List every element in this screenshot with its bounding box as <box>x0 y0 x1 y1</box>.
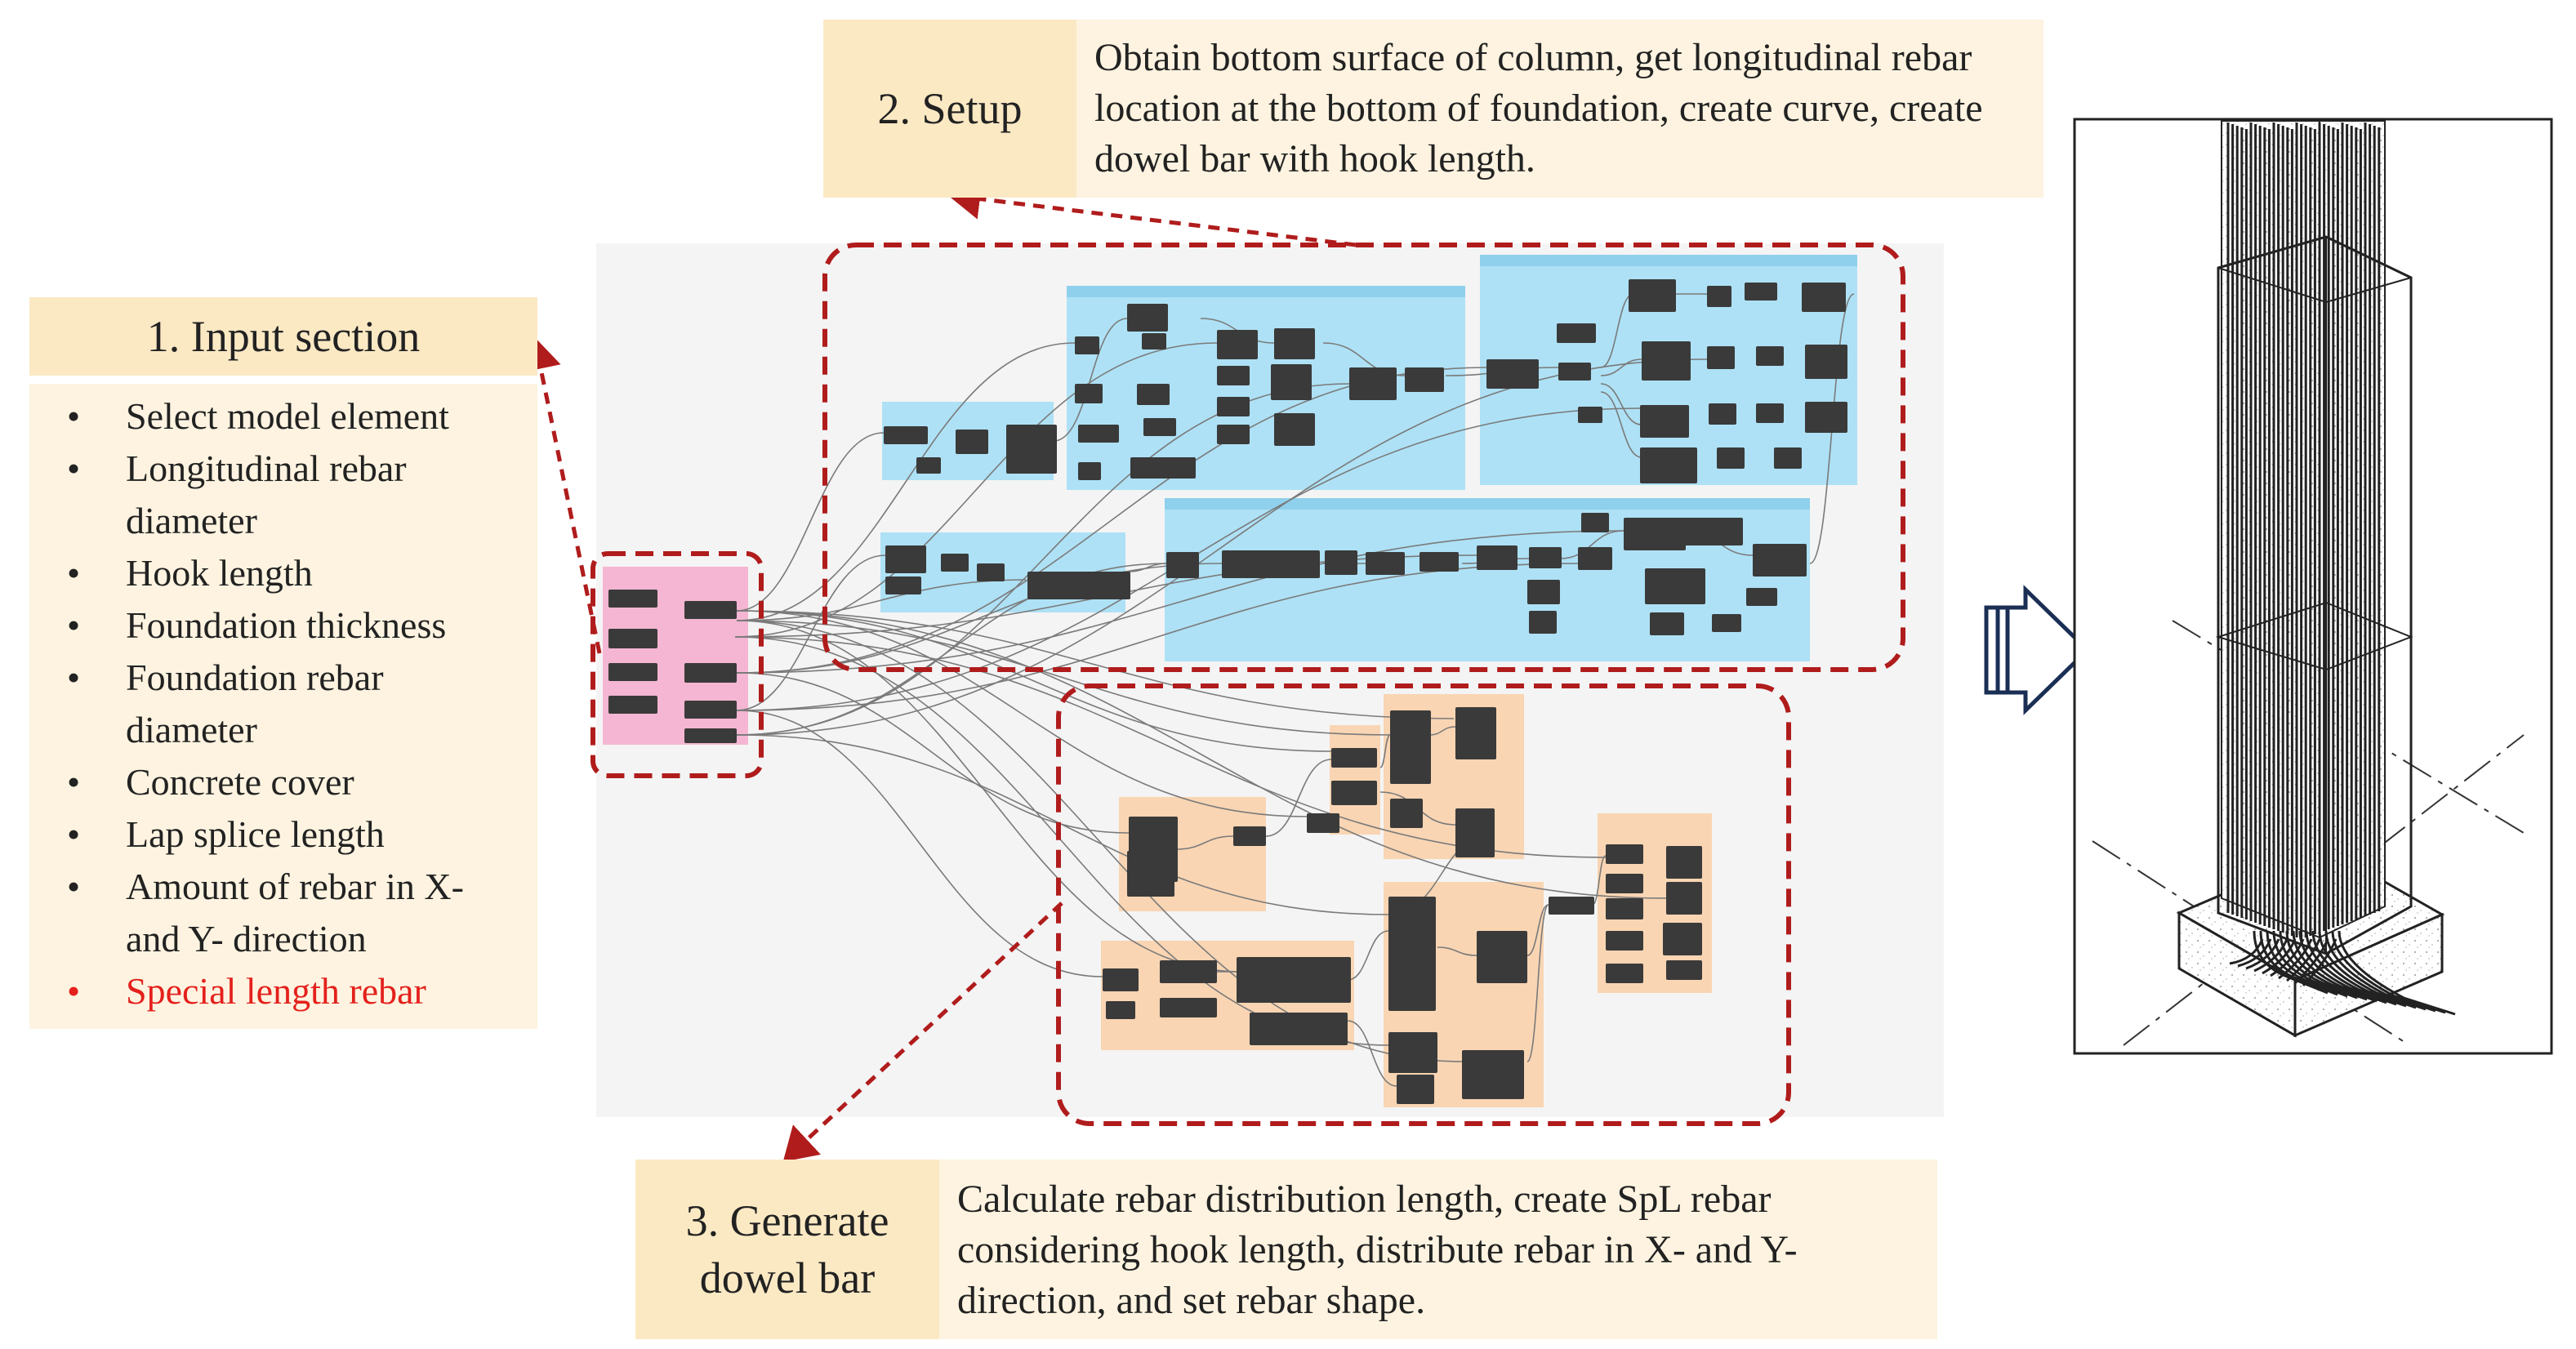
input-section-title: 1. Input section <box>29 297 537 376</box>
result-arrow-icon <box>1984 585 2091 715</box>
arrow-to-input-section <box>520 336 602 654</box>
callout-arrows <box>520 178 1357 1162</box>
input-item-special-length-rebar: Special length rebar <box>44 965 523 1017</box>
generate-description: Calculate rebar distribution length, cre… <box>939 1160 1937 1339</box>
generate-title: 3. Generate dowel bar <box>635 1160 939 1339</box>
setup-description: Obtain bottom surface of column, get lon… <box>1076 20 2043 198</box>
highlight-input-frame <box>591 551 764 778</box>
input-item-concrete-cover: Concrete cover <box>44 756 523 808</box>
input-item-select-model: Select model element <box>44 390 523 443</box>
input-item-rebar-amount: Amount of rebar in X- and Y- direction <box>44 861 523 965</box>
dynamo-nodes <box>608 279 1847 1104</box>
input-section-list: Select model element Longitudinal rebar … <box>29 384 537 1029</box>
input-item-foundation-rebar-diameter: Foundation rebar diameter <box>44 652 523 756</box>
highlight-frames <box>591 243 1905 1126</box>
input-item-foundation-thickness: Foundation thickness <box>44 599 523 652</box>
input-item-long-rebar-diameter: Longitudinal rebar diameter <box>44 443 523 547</box>
input-item-list: Select model element Longitudinal rebar … <box>44 390 523 1017</box>
arrow-to-setup <box>947 178 1357 247</box>
input-item-lap-splice-length: Lap splice length <box>44 808 523 861</box>
column-render <box>2073 118 2553 1055</box>
arrow-to-generate <box>782 902 1063 1162</box>
setup-title: 2. Setup <box>823 20 1076 198</box>
input-item-hook-length: Hook length <box>44 547 523 599</box>
highlight-generate-frame <box>1056 683 1791 1126</box>
highlight-setup-frame <box>822 243 1905 672</box>
